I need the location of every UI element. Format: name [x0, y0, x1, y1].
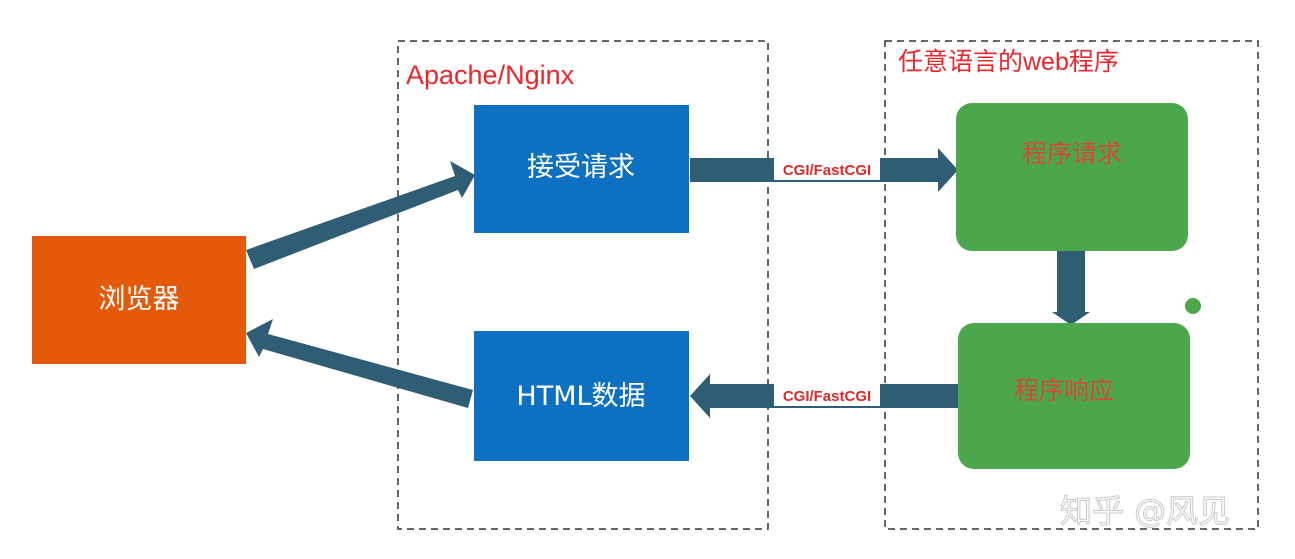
arrow-browser-to-server: [246, 161, 475, 269]
watermark: 知乎 @风见: [1060, 492, 1230, 530]
program-request-label: 程序请求: [1022, 139, 1122, 168]
html-data-node: [474, 331, 689, 461]
arrow-server-to-browser: [246, 319, 473, 408]
program-response-label: 程序响应: [1014, 376, 1114, 405]
response-protocol-label-bg: [774, 384, 880, 406]
response-protocol-label: CGI/FastCGI: [783, 388, 871, 405]
accept-request-label: 接受请求: [527, 152, 635, 183]
browser-label: 浏览器: [99, 284, 180, 315]
decorative-dot: [1185, 298, 1201, 314]
app-group-title: 任意语言的web程序: [898, 48, 1119, 76]
request-protocol-label-bg: [774, 158, 880, 180]
program-request-node: [956, 103, 1188, 251]
accept-request-node: [474, 105, 689, 233]
server-group-title: Apache/Nginx: [406, 60, 575, 90]
app-group-border: [884, 40, 1259, 530]
html-data-label: HTML数据: [516, 381, 645, 412]
server-group-border: [397, 40, 769, 530]
request-protocol-label: CGI/FastCGI: [783, 162, 871, 179]
program-response-node: [958, 323, 1190, 469]
browser-node: [32, 236, 246, 364]
